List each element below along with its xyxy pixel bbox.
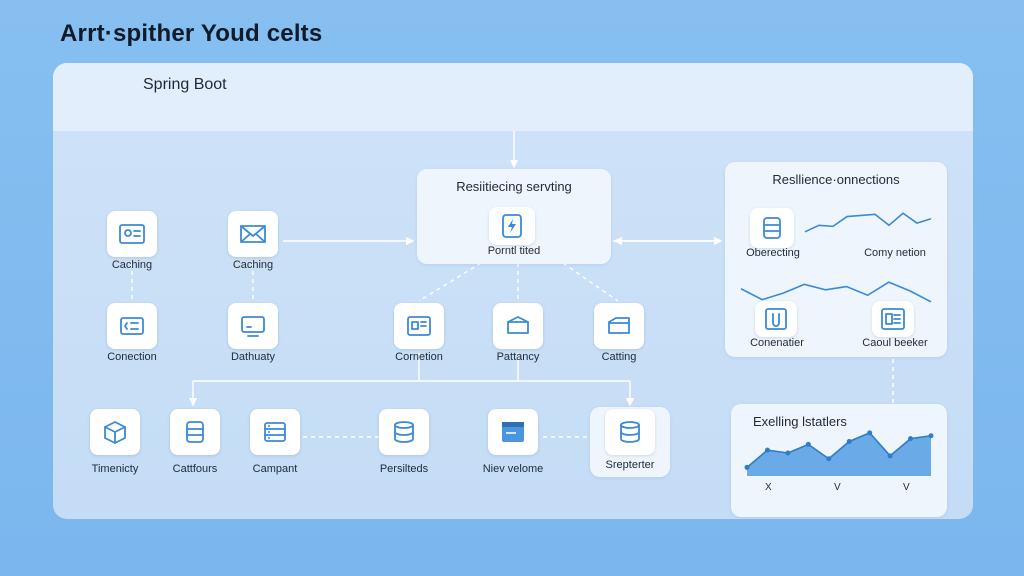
sparkline-top — [804, 212, 932, 233]
connector-dashed-3 — [418, 262, 482, 302]
node-label: Caching — [111, 259, 153, 271]
id-card-icon — [119, 224, 145, 244]
node-cornetion[interactable]: Cornetion — [389, 303, 449, 363]
resilience-node-3[interactable] — [755, 301, 797, 337]
node-pattancy[interactable]: Pattancy — [488, 303, 548, 363]
stats-point — [867, 430, 873, 436]
node-label: Cornetion — [395, 351, 443, 363]
monitor-icon — [241, 316, 265, 337]
page-title: Arrt·spither Youd celts — [60, 20, 323, 47]
node-conection[interactable]: Conection — [102, 303, 162, 363]
node-label: Pattancy — [496, 351, 540, 363]
browser-window-icon — [407, 316, 431, 336]
resilience-sparklines — [740, 212, 932, 303]
node-timenicty[interactable]: Timenicty — [85, 409, 145, 475]
panel-header-label: Spring Boot — [143, 76, 227, 93]
sparkline-bottom — [740, 281, 932, 303]
architecture-panel: Spring Boot — [53, 63, 973, 519]
stats-area-line — [746, 431, 932, 468]
stats-point — [764, 447, 770, 453]
stats-point — [928, 433, 934, 439]
node-caching-2[interactable]: Caching — [223, 211, 283, 271]
cube-icon — [104, 421, 126, 444]
node-niev-velome[interactable]: Niev velome — [483, 409, 543, 475]
resilience-node-1[interactable] — [750, 208, 794, 248]
node-label: Dathuaty — [230, 351, 276, 363]
clip-icon — [765, 308, 787, 330]
connector-dashed-5 — [562, 262, 619, 302]
center-card: Resiitiecing servting Porntl tited — [417, 169, 611, 264]
node-cattfours[interactable]: Cattfours — [165, 409, 225, 475]
x-tick-label: V — [903, 482, 910, 493]
stats-point — [846, 439, 852, 444]
database-icon — [620, 421, 640, 443]
resilience-node-label: Comy netion — [864, 247, 926, 259]
connector-lines — [131, 131, 894, 438]
resilience-card-title: Resllience·onnections — [772, 172, 900, 187]
node-label: Cattfours — [172, 463, 218, 475]
stats-card-title: Exelling lstatlers — [753, 414, 847, 429]
panel-header: Spring Boot — [53, 63, 973, 131]
resilience-node-label: Conenatier — [750, 337, 804, 349]
node-label: Timenicty — [91, 463, 139, 475]
resilience-node-4[interactable] — [872, 301, 914, 337]
panel-icon — [881, 308, 905, 330]
stats-point — [744, 464, 750, 470]
node-label: Niev velome — [482, 463, 544, 475]
resilience-node-label: Caoul beeker — [862, 337, 928, 349]
stats-point — [785, 450, 791, 456]
server-list-icon — [264, 422, 286, 442]
stats-area-chart — [744, 430, 934, 476]
center-node-label: Porntl tited — [487, 245, 541, 257]
node-caching-1[interactable]: Caching — [102, 211, 162, 271]
stats-point — [908, 436, 914, 442]
stats-point — [805, 441, 811, 447]
stats-area-fill — [747, 432, 931, 476]
stats-points — [744, 430, 934, 470]
envelope-icon — [240, 225, 266, 243]
node-label: Conection — [107, 351, 157, 363]
node-campant[interactable]: Campant — [245, 409, 305, 475]
node-label: Caching — [232, 259, 274, 271]
box-icon — [507, 316, 529, 334]
terminal-icon — [120, 317, 144, 335]
node-persilteds[interactable]: Persilteds — [374, 409, 434, 475]
folder-icon — [608, 317, 630, 334]
resilience-card: Resllience·onnections Oberecting Comy ne… — [725, 162, 947, 357]
database-icon — [186, 421, 204, 443]
stats-card: Exelling lstatlers X V V — [731, 404, 947, 517]
window-icon — [502, 422, 524, 442]
node-catting[interactable]: Catting — [589, 303, 649, 363]
stats-point — [887, 453, 893, 459]
x-tick-label: X — [765, 482, 772, 493]
node-srepterter-card[interactable]: Srepterter — [590, 407, 670, 477]
node-dathuaty[interactable]: Dathuaty — [223, 303, 283, 363]
center-node-tile[interactable] — [489, 207, 535, 245]
node-label: Srepterter — [605, 459, 655, 471]
resilience-node-label: Oberecting — [746, 247, 800, 259]
node-label: Persilteds — [379, 463, 429, 475]
node-label: Campant — [252, 463, 298, 475]
node-label: Catting — [601, 351, 637, 363]
lightning-icon — [502, 214, 522, 238]
stats-point — [826, 456, 832, 462]
database-icon — [763, 217, 781, 239]
database-icon — [394, 421, 414, 443]
x-tick-label: V — [834, 482, 841, 493]
center-card-title: Resiitiecing servting — [456, 179, 572, 194]
